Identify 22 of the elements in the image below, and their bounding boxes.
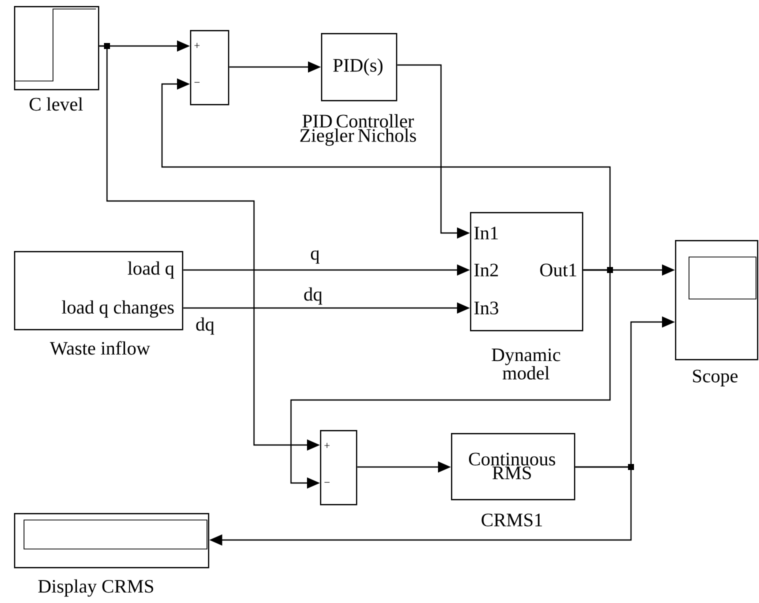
block-text: Continuous RMS — [468, 452, 556, 480]
edge-label: q — [309, 249, 321, 265]
edge-label: dq — [302, 286, 324, 306]
port-label: In3 — [474, 302, 498, 314]
port-label: In2 — [474, 264, 498, 276]
sign: − — [324, 482, 330, 483]
signal-label: dq — [196, 317, 214, 335]
block-caption: Dynamic model — [492, 348, 560, 380]
block-caption: Scope — [693, 370, 738, 386]
port-label: load q changes — [62, 300, 174, 318]
sign: − — [194, 82, 200, 83]
block-caption: Waste inflow — [50, 341, 150, 355]
block-caption: C level — [30, 97, 83, 111]
block-caption: PID Controller Ziegler Nichols — [300, 114, 416, 146]
sign: + — [194, 42, 200, 48]
port-label: In1 — [474, 226, 498, 240]
block-caption: CRMS1 — [482, 514, 542, 526]
port-label: Out1 — [540, 264, 576, 276]
port-label: load q — [128, 261, 174, 279]
block-caption: Display CRMS — [38, 579, 154, 597]
block-text: PID(s) — [333, 58, 382, 76]
sign: + — [324, 442, 330, 448]
